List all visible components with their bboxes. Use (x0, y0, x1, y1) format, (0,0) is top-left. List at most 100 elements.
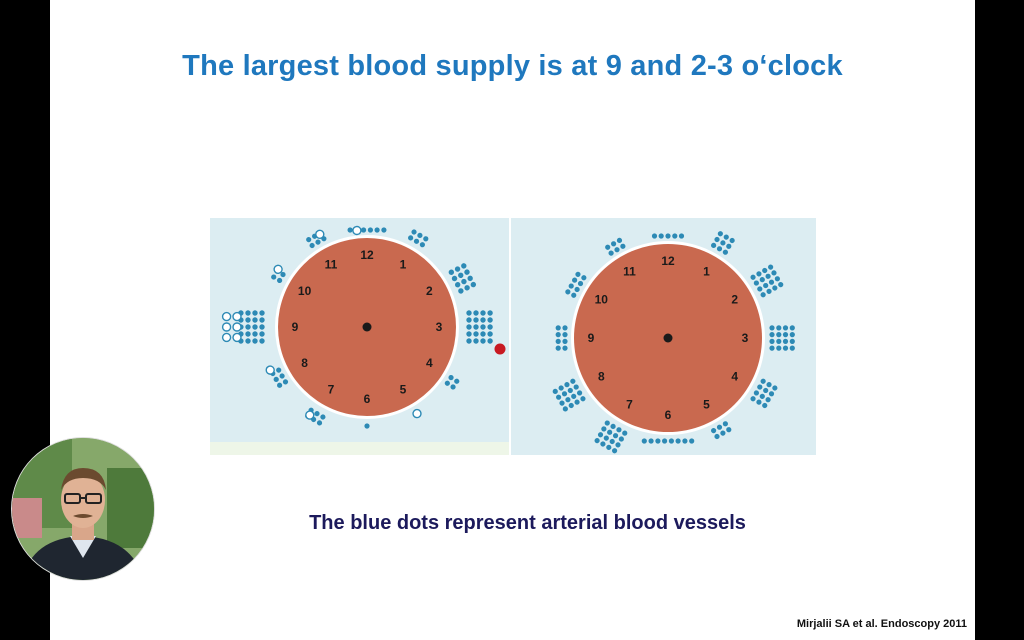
vessel-ring (273, 264, 283, 274)
vessel-dot (756, 399, 762, 405)
vessel-dot (722, 249, 728, 255)
vessel-dot (467, 275, 473, 282)
vessel-cluster-11 (265, 365, 275, 375)
vessel-dot (759, 277, 765, 283)
vessel-dot (473, 331, 479, 337)
vessel-dot (782, 332, 789, 338)
vessel-dot (757, 286, 763, 292)
vessel-dot (381, 227, 387, 233)
vessel-dot (423, 236, 429, 242)
vessel-dot (776, 345, 782, 351)
vessel-dot (756, 271, 762, 277)
vessel-dot (458, 288, 464, 294)
presenter-webcam-icon (12, 438, 154, 580)
slide: The largest blood supply is at 9 and 2-3… (50, 0, 975, 640)
vessel-dot (772, 385, 778, 391)
vessel-dot (480, 317, 486, 323)
vessel-dot (347, 227, 353, 233)
vessel-dot (276, 367, 282, 373)
vessel-dot (562, 332, 568, 338)
vessel-dot (760, 378, 766, 384)
vessel-dot (711, 427, 717, 434)
vessel-dot (648, 438, 654, 444)
vessel-dot (768, 279, 775, 285)
vessel-cluster-7 (594, 420, 628, 454)
vessel-dot (620, 243, 626, 249)
clock-number-2: 2 (426, 284, 433, 298)
vessel-dot (252, 331, 258, 337)
vessel-dot (574, 399, 580, 405)
vessel-dot (762, 402, 768, 409)
clock-number-10: 10 (595, 293, 609, 307)
vessel-dot (572, 277, 578, 283)
vessel-dot (720, 430, 726, 436)
vessel-dot (616, 427, 622, 433)
vessel-dot (597, 432, 604, 438)
vessel-dot (574, 286, 580, 293)
vessel-dot (789, 325, 795, 331)
vessel-cluster-1 (352, 225, 362, 236)
vessel-dot (610, 423, 616, 430)
vessel-dot (252, 310, 258, 316)
vessel-dot (611, 241, 617, 247)
vessel-dot (480, 324, 486, 330)
vessel-cluster-9 (305, 410, 315, 420)
clock-number-4: 4 (731, 370, 738, 384)
vessel-dot (581, 275, 587, 281)
vessel-dot (259, 338, 265, 344)
vessel-dot (245, 338, 251, 344)
vessel-dot (714, 433, 720, 440)
vessel-dot (558, 385, 564, 391)
vessel-dot (716, 424, 723, 430)
vessel-dot (655, 438, 661, 444)
vessel-dot (753, 280, 759, 286)
vessel-cluster-5 (711, 421, 732, 440)
clock-number-11: 11 (325, 258, 338, 272)
vessel-dot (768, 264, 774, 270)
vessel-dot (577, 280, 584, 287)
vessel-dot (271, 274, 277, 280)
vessel-dot (766, 288, 772, 294)
vessel-dot (601, 426, 607, 432)
vessel-dot (720, 240, 726, 246)
clock-number-1: 1 (400, 258, 407, 272)
vessel-dot (448, 269, 455, 275)
vessel-dot (763, 282, 769, 289)
vessel-dot (320, 414, 326, 420)
vessel-cluster-2 (408, 229, 429, 248)
vessel-dot (711, 242, 717, 248)
vessel-dot (562, 406, 568, 412)
vessel-dot (689, 438, 695, 444)
vessel-dot (279, 373, 285, 379)
vessel-dot (245, 317, 251, 323)
vessel-dot (651, 233, 658, 239)
vessel-dot (580, 396, 586, 402)
vessel-dot (765, 397, 771, 403)
vessel-dot (252, 317, 258, 323)
vessel-dot (555, 338, 561, 344)
clock-number-6: 6 (364, 392, 371, 406)
vessel-ring (352, 225, 362, 236)
vessel-dot (776, 325, 782, 331)
vessel-dot (309, 242, 315, 249)
vessel-dot (789, 332, 795, 338)
vessel-cluster-3 (448, 263, 477, 294)
vessel-dot (750, 274, 756, 280)
slide-title: The largest blood supply is at 9 and 2-3… (182, 50, 843, 82)
vessel-dot (367, 227, 373, 233)
vessel-ring (221, 322, 232, 332)
vessel-cluster-11 (605, 237, 626, 256)
vessel-dot (750, 396, 756, 402)
vessel-dot (419, 242, 425, 248)
clock-number-8: 8 (598, 370, 605, 384)
vessel-dot (678, 233, 685, 239)
vessel-dot (776, 332, 782, 338)
vessel-dot (273, 376, 279, 382)
clock-number-3: 3 (436, 320, 443, 334)
clock-center-dot (362, 322, 372, 332)
vessel-dot (571, 393, 577, 399)
vessel-dot (316, 420, 323, 426)
vessel-cluster-3 (769, 325, 795, 351)
